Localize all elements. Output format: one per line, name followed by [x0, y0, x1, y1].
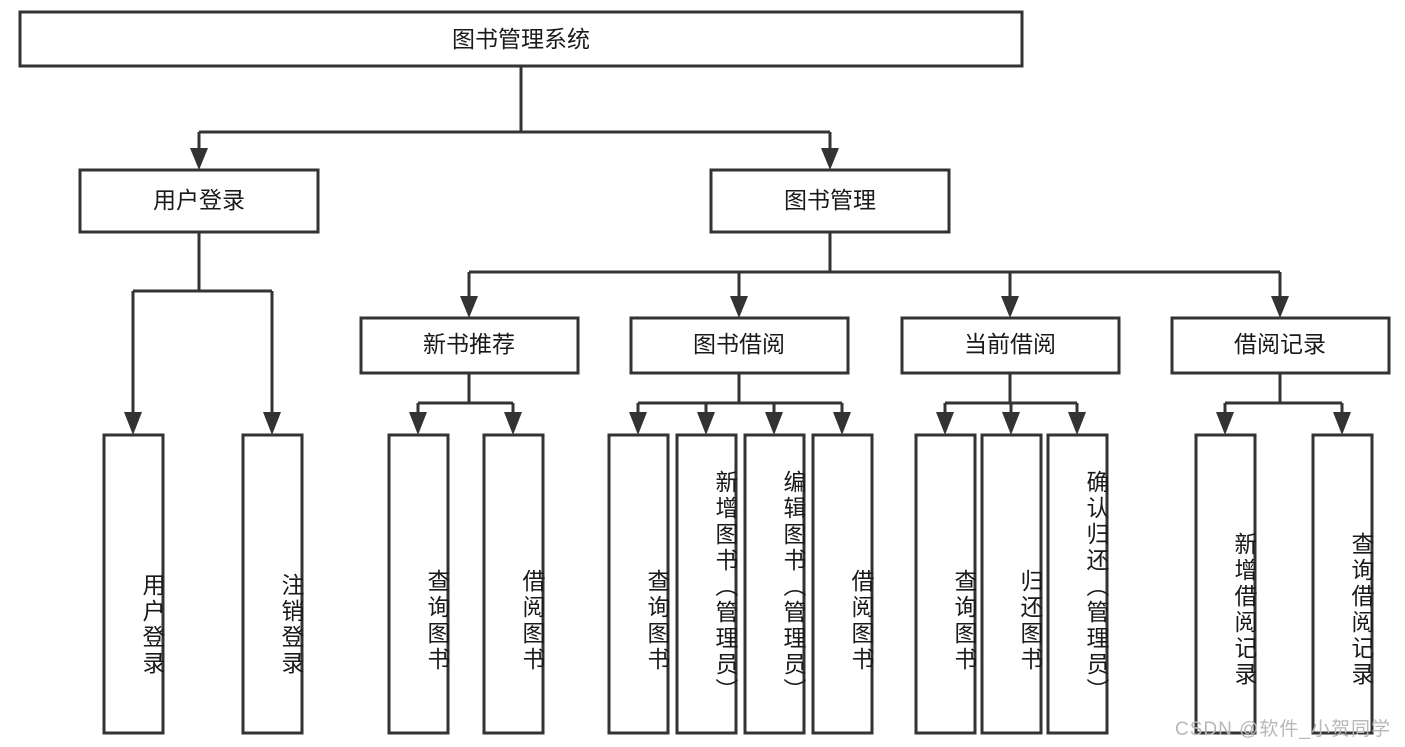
leaf-box-book-borrow-1[interactable] [607, 433, 670, 735]
leaf-box-current-borrow-1[interactable] [914, 433, 977, 735]
arrow-head-leaf-borrow-record-2 [1333, 412, 1351, 435]
arrow-head-leaf-borrow-record-1 [1216, 412, 1234, 435]
arrow-head-borrow-record [1271, 296, 1289, 318]
arrow-head-leaf-new-book-1 [409, 412, 427, 435]
leaf-box-group-current-borrow [914, 433, 1109, 735]
leaf-box-book-borrow-4[interactable] [811, 433, 874, 735]
watermark-text: CSDN @软件_小贺同学 [1175, 719, 1391, 740]
node-box-new-book-recommend [359, 316, 580, 375]
node-label-book-management: 图书管理 [784, 187, 876, 213]
leaf-box-group-user-login [102, 433, 304, 735]
arrow-head-new-book [460, 296, 478, 318]
arrow-head-book-mgmt [821, 148, 839, 170]
connector-group-book-borrow [629, 373, 851, 435]
connector-group-book-mgmt [460, 232, 1289, 318]
node-root-system[interactable]: 图书管理系统 [18, 10, 1024, 68]
arrow-head-leaf-user-login-2 [263, 412, 281, 435]
arrow-head-current-borrow [1001, 296, 1019, 318]
arrow-head-leaf-book-borrow-3 [765, 412, 783, 435]
arrow-head-leaf-book-borrow-1 [629, 412, 647, 435]
node-box-root [18, 10, 1024, 68]
leaf-box-current-borrow-3[interactable] [1046, 433, 1109, 735]
connector-group-new-book [409, 373, 522, 435]
leaf-box-group-new-book-recommend [387, 433, 545, 735]
arrow-head-leaf-new-book-2 [504, 412, 522, 435]
node-label-user-login: 用户登录 [153, 187, 245, 213]
connector-group-borrow-record [1216, 373, 1351, 435]
leaf-box-book-borrow-3[interactable] [743, 433, 806, 735]
node-box-borrow-record [1170, 316, 1391, 375]
node-label-root: 图书管理系统 [452, 26, 590, 52]
node-box-book-borrow [629, 316, 850, 375]
leaf-box-group-book-borrow [607, 433, 874, 735]
arrow-head-leaf-book-borrow-2 [697, 412, 715, 435]
leaf-box-new-book-2[interactable] [482, 433, 545, 735]
leaf-box-new-book-1[interactable] [387, 433, 450, 735]
arrow-head-user-login [190, 148, 208, 170]
leaf-box-borrow-record-1[interactable] [1194, 433, 1257, 735]
leaf-box-user-login-1[interactable] [102, 433, 165, 735]
node-label-book-borrow: 图书借阅 [693, 331, 785, 357]
leaf-box-current-borrow-2[interactable] [980, 433, 1043, 735]
node-new-book-recommend[interactable]: 新书推荐 [359, 316, 580, 375]
connector-group-user-login [124, 232, 281, 435]
arrow-head-book-borrow [730, 296, 748, 318]
leaf-box-book-borrow-2[interactable] [675, 433, 738, 735]
node-box-current-borrow [900, 316, 1121, 375]
leaf-box-group-borrow-record [1194, 433, 1374, 735]
leaf-box-borrow-record-2[interactable] [1311, 433, 1374, 735]
node-label-current-borrow: 当前借阅 [964, 331, 1056, 357]
leaf-box-user-login-2[interactable] [241, 433, 304, 735]
node-book-borrow[interactable]: 图书借阅 [629, 316, 850, 375]
arrow-head-leaf-user-login-1 [124, 412, 142, 435]
node-box-user-login [78, 168, 320, 234]
connector-group-root [190, 66, 839, 170]
node-label-new-book-recommend: 新书推荐 [423, 331, 515, 357]
arrow-head-leaf-current-borrow-3 [1068, 412, 1086, 435]
node-current-borrow[interactable]: 当前借阅 [900, 316, 1121, 375]
node-label-borrow-record: 借阅记录 [1234, 331, 1326, 357]
arrow-head-leaf-current-borrow-2 [1002, 412, 1020, 435]
node-borrow-record[interactable]: 借阅记录 [1170, 316, 1391, 375]
node-box-book-management [709, 168, 951, 234]
node-book-management[interactable]: 图书管理 [709, 168, 951, 234]
arrow-head-leaf-book-borrow-4 [833, 412, 851, 435]
arrow-head-leaf-current-borrow-1 [936, 412, 954, 435]
connector-group-current-borrow [936, 373, 1086, 435]
node-user-login[interactable]: 用户登录 [78, 168, 320, 234]
